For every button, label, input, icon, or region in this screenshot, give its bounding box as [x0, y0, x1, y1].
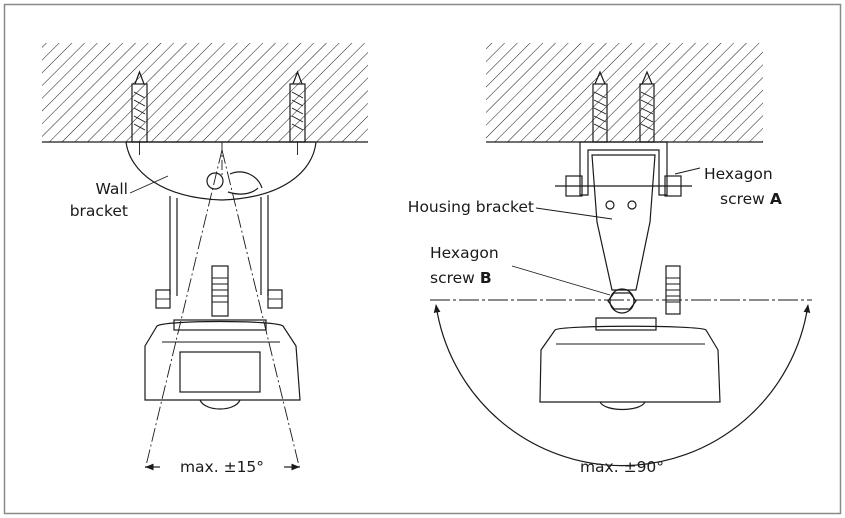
sensor-housing-right: [539, 325, 721, 403]
housing-bracket: [591, 154, 656, 291]
angle-label-left: max. ±15°: [180, 458, 264, 476]
housing-bracket-label: Housing bracket: [408, 198, 534, 216]
wall-bracket: [125, 141, 317, 201]
left-view: Wall bracket max. ±15°: [42, 43, 368, 476]
angle-label-right: max. ±90°: [580, 458, 664, 476]
wall-bracket-label: Wall: [96, 180, 128, 198]
ceiling-left: [42, 43, 368, 142]
wall-bracket-label-2: bracket: [70, 202, 128, 220]
sensor-housing-left: [144, 320, 301, 401]
figure-border: [3, 3, 842, 515]
u-bracket: [579, 141, 668, 196]
screw-a-label: Hexagon: [704, 165, 773, 183]
ceiling-right: [486, 43, 763, 142]
screw-b-label: Hexagon: [430, 244, 499, 262]
rotation-arc: [433, 304, 811, 467]
